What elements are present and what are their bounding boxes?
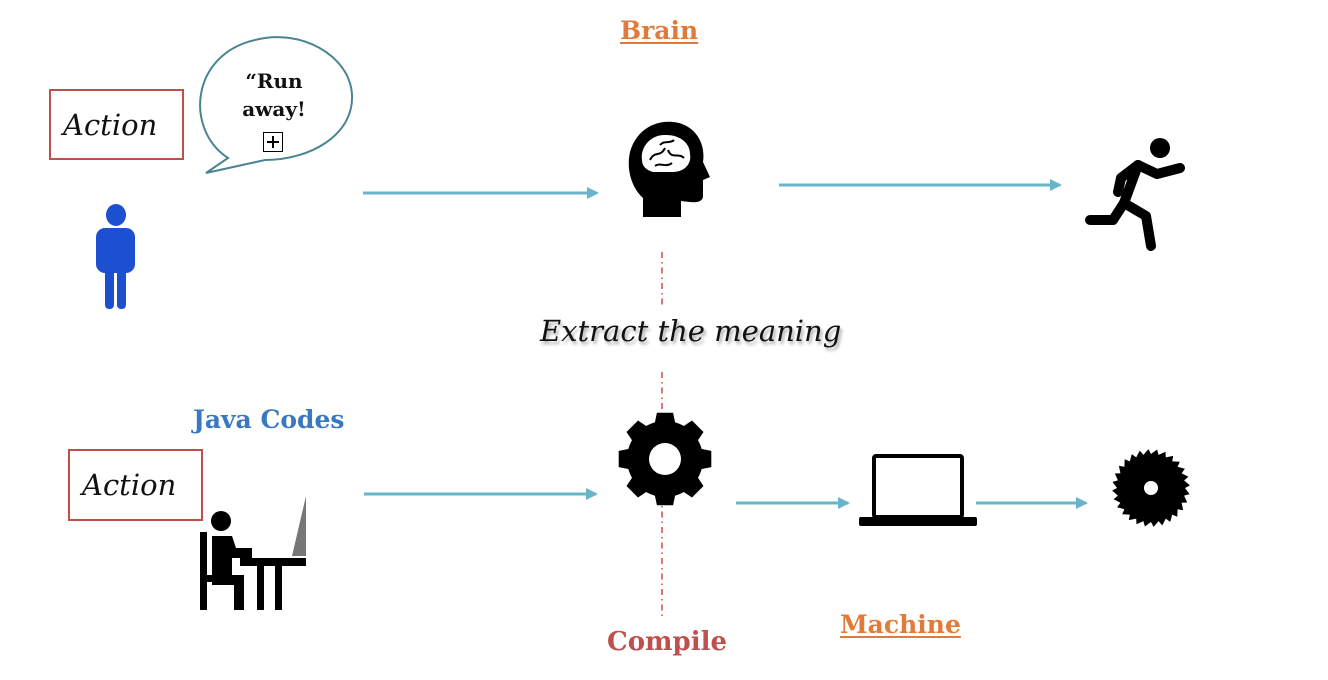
java-codes-label: Java Codes (193, 405, 345, 434)
person-icon (96, 204, 135, 309)
machine-label: Machine (840, 610, 961, 639)
extract-meaning-label: Extract the meaning (540, 314, 842, 348)
gear-icon (618, 412, 712, 506)
speech-line-2: away! (242, 97, 306, 121)
compile-label: Compile (607, 627, 728, 657)
brain-label: Brain (620, 16, 699, 45)
speech-text: “Run away! (224, 67, 324, 123)
plus-box-icon (263, 132, 283, 152)
brain-head-icon (628, 121, 710, 217)
person-at-computer-icon (200, 496, 306, 610)
action-label-bottom: Action (82, 468, 177, 502)
laptop-icon (859, 454, 977, 526)
speech-bubble (199, 36, 354, 174)
action-box-top: Action (49, 89, 184, 160)
action-label-top: Action (63, 107, 158, 142)
saw-blade-icon (1112, 449, 1190, 527)
running-person-icon (1085, 138, 1185, 251)
speech-line-1: “Run (245, 69, 303, 93)
action-box-bottom: Action (68, 449, 203, 521)
